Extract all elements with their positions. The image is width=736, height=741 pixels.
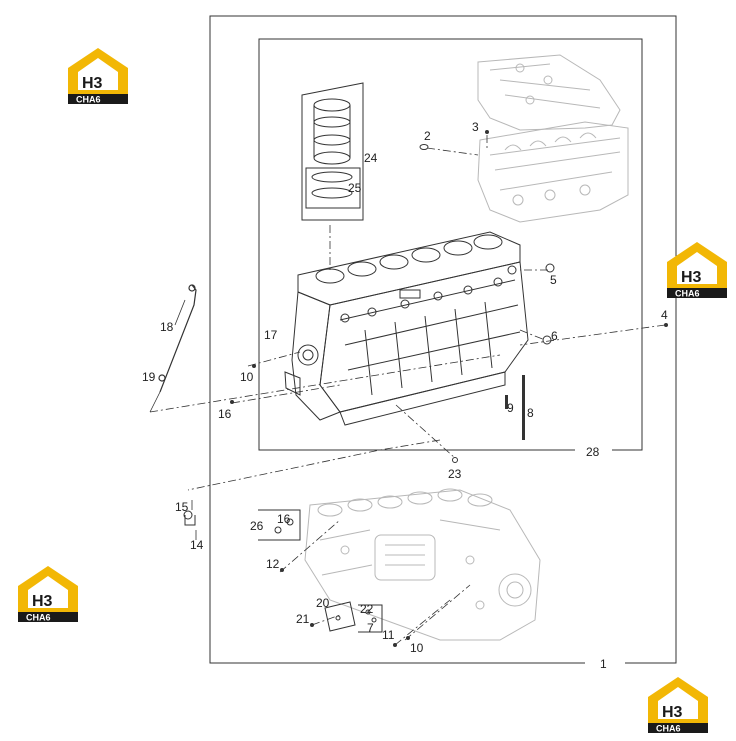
callout-18: 18	[160, 320, 174, 334]
logo-mark: H3	[662, 704, 683, 721]
callout-8: 8	[527, 406, 534, 420]
logo-mark: H3	[82, 75, 103, 92]
inner-frame	[258, 38, 643, 451]
leader-lines	[149, 135, 666, 646]
callout-9: 9	[507, 401, 514, 415]
callout-16-bottom: 16	[277, 512, 291, 526]
cylinder-liner	[301, 82, 364, 221]
engine-block-main	[284, 231, 529, 426]
callout-4: 4	[661, 308, 668, 322]
callout-1: 1	[600, 657, 607, 671]
small-parts	[183, 509, 383, 633]
callout-3: 3	[472, 120, 479, 134]
logo-bottom-right: H3 CHA6	[648, 677, 708, 734]
callout-21: 21	[296, 612, 310, 626]
logo-mark: H3	[32, 593, 53, 610]
callout-26: 26	[250, 519, 264, 533]
callout-2: 2	[424, 129, 431, 143]
ghost-block-bottom	[304, 488, 541, 641]
logo-mark: H3	[681, 269, 702, 286]
logo-right: H3 CHA6	[667, 242, 727, 299]
callout-25: 25	[348, 181, 362, 195]
callout-24: 24	[364, 151, 378, 165]
callout-12: 12	[266, 557, 280, 571]
leader-lines-solid	[149, 299, 197, 540]
callout-17: 17	[264, 328, 278, 342]
callout-15: 15	[175, 500, 189, 514]
callout-6: 6	[551, 329, 558, 343]
logo-top-left: H3 CHA6	[68, 48, 128, 105]
callout-7: 7	[367, 621, 374, 635]
dipstick	[158, 284, 197, 393]
callout-5: 5	[550, 273, 557, 287]
outer-frame	[209, 15, 677, 664]
ghost-block-top	[477, 54, 629, 223]
logo-brand: CHA6	[675, 289, 700, 299]
callout-19: 19	[142, 370, 156, 384]
callout-16-top: 16	[218, 407, 232, 421]
callout-11: 11	[382, 628, 395, 642]
callout-10-top: 10	[240, 370, 254, 384]
callout-23: 23	[448, 467, 462, 481]
fasteners	[230, 130, 668, 647]
logo-bottom-left: H3 CHA6	[18, 566, 78, 623]
callout-28: 28	[586, 445, 600, 459]
logo-brand: CHA6	[656, 724, 681, 734]
callout-20: 20	[316, 596, 330, 610]
callout-14: 14	[190, 538, 204, 552]
callout-numbers: 1 2 3 4 5 6 7 8 9 10 10 11 12 14 15 16 1…	[142, 120, 668, 671]
logo-brand: CHA6	[26, 613, 51, 623]
callout-10-bottom: 10	[410, 641, 424, 655]
callout-22: 22	[360, 602, 374, 616]
logo-brand: CHA6	[76, 95, 101, 105]
